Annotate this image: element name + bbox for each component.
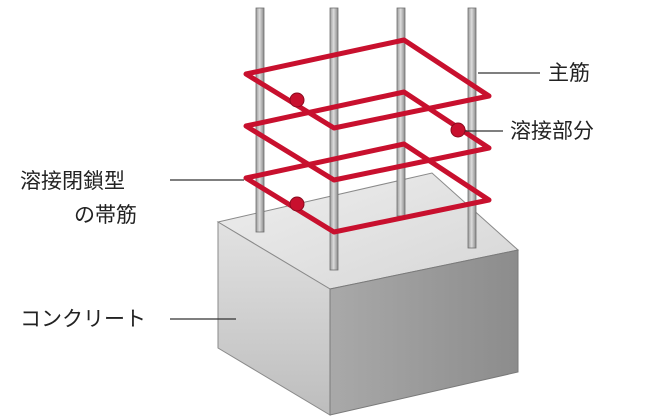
weld-dot (289, 92, 305, 108)
hoops (243, 37, 492, 235)
label-hoop-line1: 溶接閉鎖型 (20, 169, 125, 193)
main-rebar (467, 7, 477, 249)
concrete-block (216, 172, 520, 416)
weld-dot (289, 196, 305, 212)
concrete-right-face (329, 249, 519, 416)
label-weld-point: 溶接部分 (510, 119, 594, 143)
label-main-rebar: 主筋 (548, 61, 590, 85)
weld-dot (450, 122, 466, 138)
weld-points (289, 92, 466, 212)
label-concrete: コンクリート (20, 307, 146, 331)
main-rebar (329, 7, 339, 271)
hoop-ring (243, 37, 492, 131)
leader-lines (170, 72, 540, 320)
label-hoop-line2: の帯筋 (74, 203, 137, 227)
hoop-ring (243, 141, 492, 235)
hoop-ring (243, 89, 492, 183)
